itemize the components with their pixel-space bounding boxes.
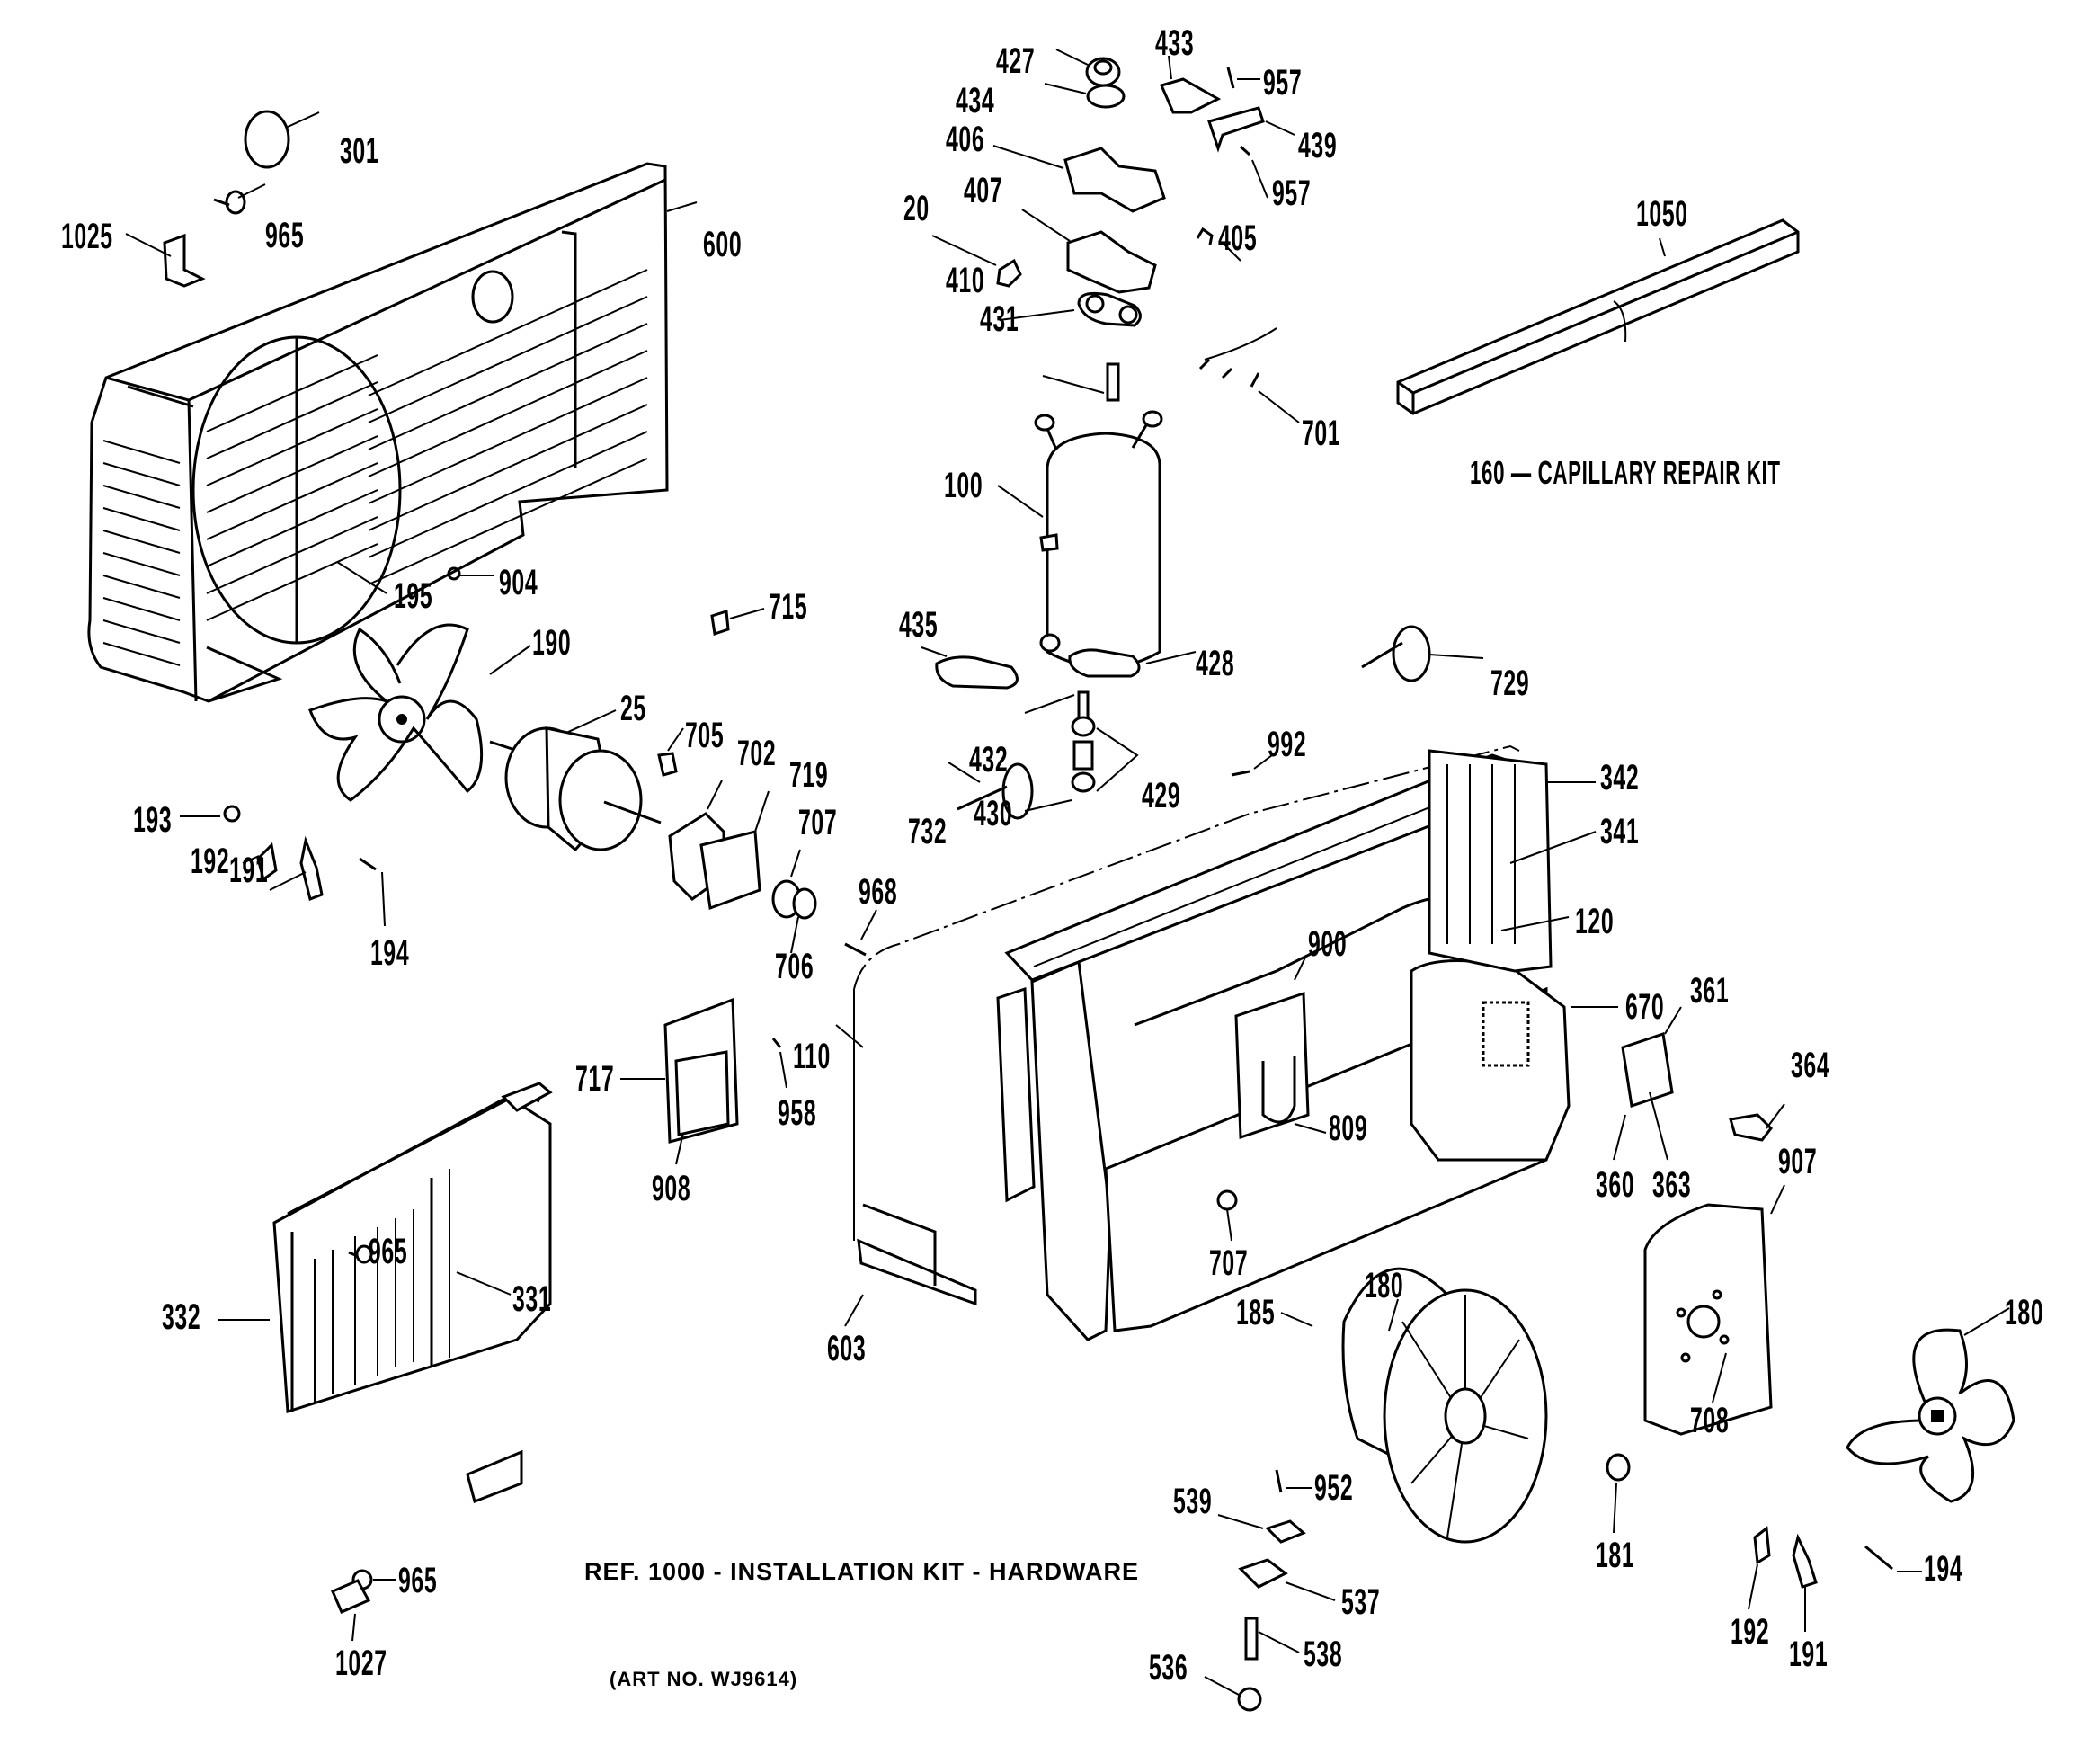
label-405: 405: [1218, 218, 1258, 258]
label-100: 100: [944, 466, 983, 505]
label-194-right: 194: [1924, 1549, 1963, 1589]
label-410: 410: [946, 261, 985, 300]
compressor-100: [1034, 410, 1163, 669]
label-701: 701: [1302, 414, 1341, 453]
label-364: 364: [1791, 1046, 1830, 1085]
label-120: 120: [1575, 902, 1615, 941]
label-536: 536: [1149, 1648, 1188, 1688]
label-1050: 1050: [1636, 194, 1688, 234]
label-600: 600: [703, 225, 743, 264]
label-360: 360: [1596, 1165, 1635, 1205]
bracket-1025: [163, 233, 206, 288]
label-430: 430: [974, 794, 1013, 833]
label-965-bottom: 965: [398, 1561, 438, 1600]
label-707: 707: [798, 803, 838, 842]
label-181: 181: [1596, 1536, 1635, 1575]
label-20: 20: [903, 189, 930, 228]
label-191-right: 191: [1789, 1635, 1829, 1674]
label-707-lower: 707: [1209, 1243, 1249, 1283]
label-435: 435: [899, 605, 939, 645]
label-1027: 1027: [335, 1644, 387, 1683]
label-958: 958: [778, 1093, 817, 1133]
cabinet-assembly: [996, 749, 1571, 1341]
label-715: 715: [769, 587, 808, 627]
label-907: 907: [1778, 1142, 1818, 1181]
label-1025: 1025: [61, 217, 113, 256]
label-719: 719: [789, 755, 829, 795]
front-grille-600: [87, 162, 669, 703]
label-538: 538: [1304, 1635, 1343, 1674]
label-537: 537: [1341, 1582, 1381, 1622]
fan-blade-190: [308, 623, 484, 802]
label-429: 429: [1142, 776, 1181, 815]
plate-719: [699, 830, 761, 911]
side-curtain-panel: [272, 1082, 553, 1503]
label-185: 185: [1236, 1293, 1276, 1332]
label-957-lower: 957: [1272, 174, 1312, 213]
label-331: 331: [512, 1279, 552, 1319]
label-705: 705: [685, 716, 725, 755]
label-301: 301: [340, 131, 379, 171]
label-332: 332: [162, 1297, 201, 1337]
label-342: 342: [1600, 758, 1640, 797]
fan-motor-25: [489, 726, 662, 852]
label-428: 428: [1196, 644, 1235, 683]
label-192-right: 192: [1731, 1612, 1770, 1652]
label-341: 341: [1600, 812, 1640, 851]
blower-wheel-180: [1383, 1288, 1548, 1544]
grommet-427: [1085, 57, 1121, 87]
label-431: 431: [980, 299, 1019, 339]
label-25: 25: [620, 689, 646, 728]
label-432: 432: [969, 740, 1009, 780]
label-965: 965: [265, 216, 305, 255]
label-670: 670: [1625, 987, 1665, 1027]
screw-965-top: [213, 190, 246, 215]
label-191: 191: [229, 851, 269, 890]
mounting-plate-907: [1643, 1203, 1773, 1436]
label-439: 439: [1298, 126, 1338, 165]
label-957-upper: 957: [1263, 63, 1303, 102]
capillary-tube-1050: [1396, 218, 1800, 415]
label-433: 433: [1155, 23, 1195, 63]
label-195: 195: [394, 576, 433, 616]
label-809: 809: [1329, 1109, 1368, 1148]
label-407: 407: [964, 171, 1003, 210]
label-363: 363: [1652, 1165, 1692, 1205]
panel-908: [674, 1050, 730, 1136]
chassis-base-110: [853, 744, 1520, 1306]
label-729: 729: [1490, 664, 1530, 703]
label-361: 361: [1690, 971, 1730, 1011]
condenser-fan-180: [1846, 1328, 2015, 1503]
label-717: 717: [575, 1059, 615, 1099]
capillary-repair-kit-note: 160 — CAPILLARY REPAIR KIT: [1470, 454, 1781, 491]
label-539: 539: [1173, 1482, 1213, 1521]
label-708: 708: [1690, 1401, 1730, 1440]
label-992: 992: [1268, 725, 1307, 764]
installation-kit-note: REF. 1000 - INSTALLATION KIT - HARDWARE: [584, 1558, 1140, 1585]
label-900: 900: [1308, 924, 1348, 964]
cap-301: [244, 110, 290, 169]
label-180-fan: 180: [2005, 1293, 2044, 1332]
label-706: 706: [775, 947, 814, 986]
label-194: 194: [370, 933, 410, 973]
label-427: 427: [996, 41, 1036, 81]
label-434: 434: [956, 81, 995, 120]
label-603: 603: [827, 1329, 867, 1368]
label-908: 908: [652, 1169, 691, 1208]
label-968: 968: [859, 872, 898, 912]
label-406: 406: [946, 120, 985, 159]
label-110: 110: [793, 1037, 831, 1076]
label-702: 702: [737, 734, 777, 773]
label-190: 190: [532, 623, 572, 663]
label-965-panel: 965: [369, 1232, 408, 1271]
label-904: 904: [499, 563, 538, 602]
label-192: 192: [191, 842, 230, 881]
label-193: 193: [133, 800, 173, 840]
label-732: 732: [908, 812, 948, 851]
art-number-note: (ART NO. WJ9614): [610, 1668, 798, 1690]
label-180-blower: 180: [1365, 1266, 1404, 1305]
label-952: 952: [1314, 1468, 1354, 1508]
